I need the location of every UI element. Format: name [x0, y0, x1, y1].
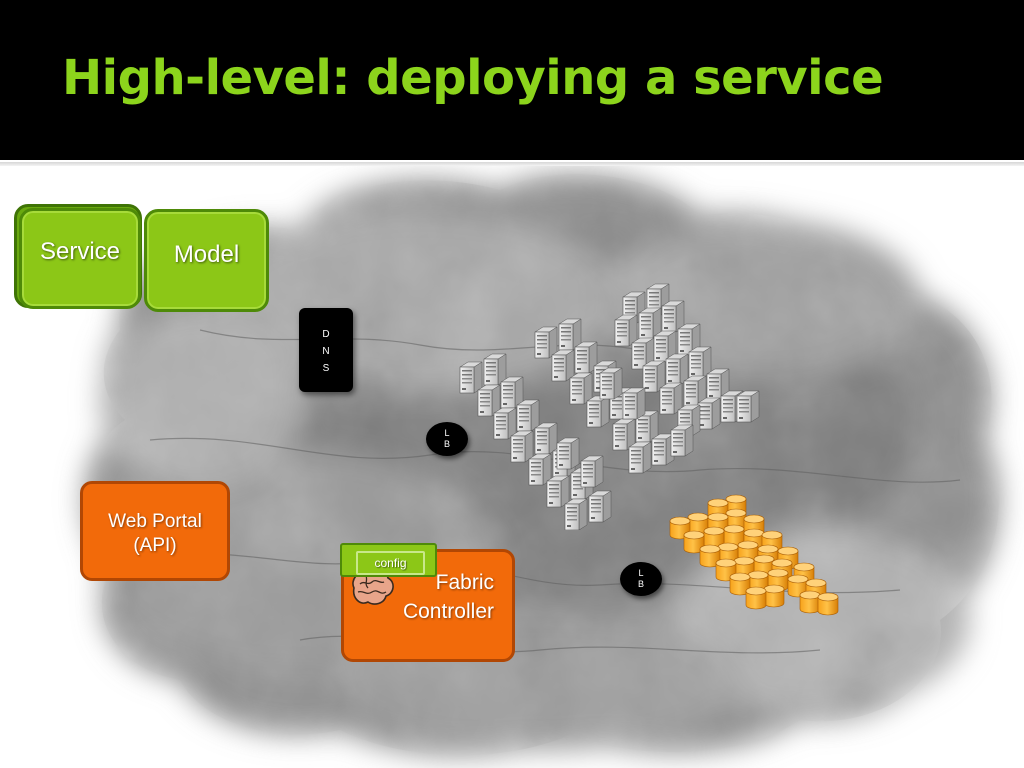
- slide-title: High-level: deploying a service: [62, 50, 884, 106]
- lb-letter-b: B: [637, 579, 644, 589]
- storage-cylinder-icon: [745, 586, 767, 610]
- server-icon: [516, 399, 540, 432]
- dns-letter-n: N: [322, 346, 330, 357]
- fabric-label: Fabric: [435, 571, 494, 594]
- server-icon: [564, 498, 588, 530]
- lb-letter-l: L: [638, 568, 644, 578]
- dns-letter-d: D: [322, 329, 330, 340]
- load-balancer-top: L B: [426, 422, 468, 456]
- server-icon: [586, 395, 610, 428]
- server-icon: [569, 372, 593, 405]
- storage-cylinder-icon: [799, 590, 821, 614]
- server-icon: [580, 455, 604, 488]
- server-icon: [493, 407, 517, 440]
- service-box[interactable]: Service: [19, 208, 141, 309]
- server-icon: [588, 490, 612, 523]
- storage-cylinder-icon: [763, 584, 785, 608]
- server-icon: [551, 349, 575, 382]
- lb-letter-b: B: [443, 439, 450, 449]
- service-label: Service: [39, 237, 121, 265]
- header-divider: [0, 162, 1024, 166]
- server-icon: [670, 424, 694, 457]
- storage-cylinder-icon: [817, 592, 839, 616]
- server-icon: [628, 441, 652, 474]
- dns-node: D N S: [299, 308, 353, 392]
- server-icon: [546, 475, 570, 508]
- server-icon: [556, 437, 580, 470]
- config-tag[interactable]: config: [356, 551, 425, 575]
- web-portal-label: Web Portal: [108, 511, 202, 532]
- server-icon: [599, 367, 623, 400]
- lb-letter-l: L: [444, 428, 450, 438]
- web-portal-api-box[interactable]: Web Portal (API): [80, 481, 230, 581]
- load-balancer-bottom: L B: [620, 562, 662, 596]
- server-icon: [483, 353, 507, 386]
- api-label: (API): [133, 535, 177, 556]
- server-icon: [697, 397, 721, 430]
- server-icon: [510, 430, 534, 463]
- storage-array: [669, 494, 839, 616]
- model-label: Model: [173, 240, 240, 268]
- dns-letter-s: S: [322, 363, 330, 374]
- server-icon: [614, 314, 638, 347]
- server-icon: [736, 390, 760, 423]
- server-icon: [534, 422, 558, 455]
- model-box[interactable]: Model: [144, 209, 269, 312]
- server-icon: [534, 326, 558, 359]
- server-icon: [622, 387, 646, 420]
- controller-label: Controller: [402, 600, 494, 623]
- server-icon: [459, 361, 483, 394]
- slide-header: High-level: deploying a service: [0, 0, 1024, 160]
